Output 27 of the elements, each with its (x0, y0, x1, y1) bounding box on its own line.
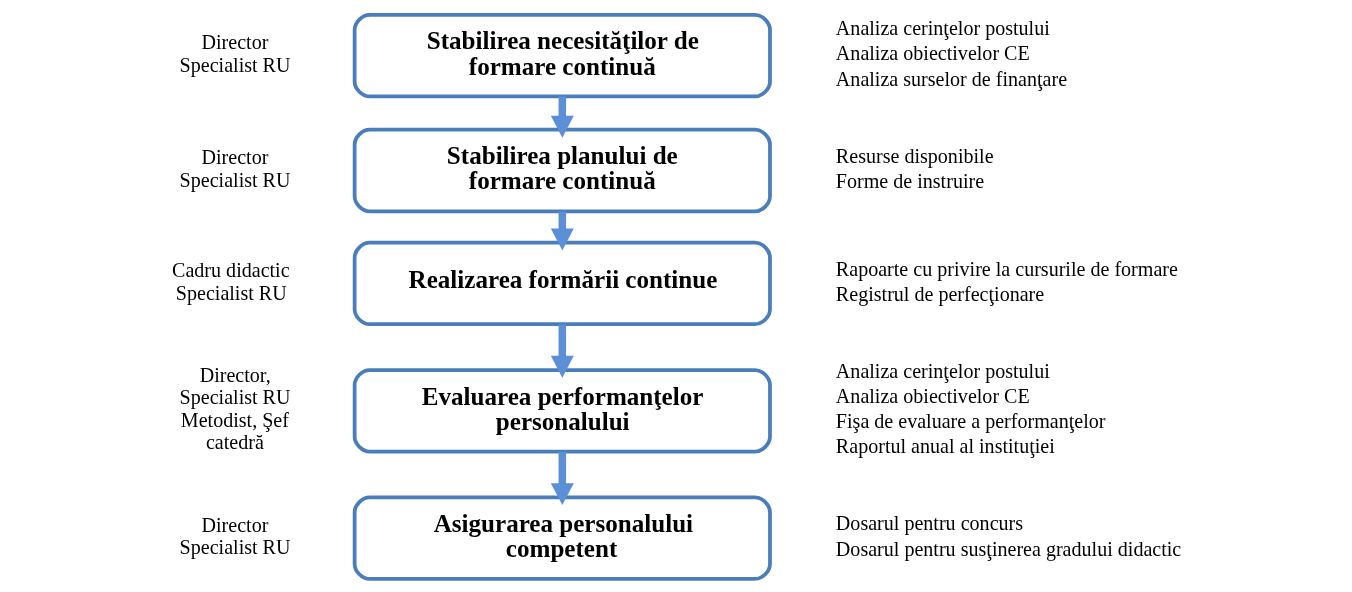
node-label: Registrul de perfecţionare (835, 282, 1044, 305)
node-label: Director Specialist RU (179, 31, 290, 76)
arrow (550, 96, 574, 138)
node-box: Asigurarea personalului competent (352, 495, 772, 581)
node-box: Stabilirea necesităţilor de formare continuă (352, 13, 772, 99)
node-box: Stabilirea planului de formare continuă (352, 127, 772, 214)
node-label: Analiza cerinţelor postului (835, 17, 1050, 40)
node-box: Realizarea formării continue (352, 240, 772, 327)
node-label: Cadru didactic Specialist RU (171, 258, 290, 304)
node-label: Analiza obiectivelor CE (835, 385, 1030, 408)
arrow (550, 324, 574, 378)
node-label: Analiza surselor de finanţare (835, 67, 1067, 90)
node-label: Analiza cerinţelor postului (835, 359, 1050, 382)
node-label: Dosarul pentru concurs (835, 512, 1023, 535)
node-label: Dosarul pentru susţinerea gradului didactic (835, 537, 1181, 560)
node-label: Resurse disponibile (835, 144, 994, 167)
arrow (550, 451, 574, 506)
node-label: Director, Specialist RU Metodist, Şef catedră (179, 363, 290, 454)
node-label: Fişa de evaluare a performanţelor (835, 410, 1105, 433)
node-label: Raportul anual al instituţiei (835, 435, 1055, 458)
node-label: Director Specialist RU (179, 513, 290, 559)
node-label: Analiza obiectivelor CE (835, 42, 1030, 65)
arrow (550, 211, 574, 251)
node-label: Director Specialist RU (179, 145, 290, 191)
node-label: Forme de instruire (835, 169, 984, 192)
node-box: Evaluarea performanţelor personalului (352, 368, 772, 454)
node-label: Rapoarte cu privire la cursurile de formare (835, 257, 1178, 280)
